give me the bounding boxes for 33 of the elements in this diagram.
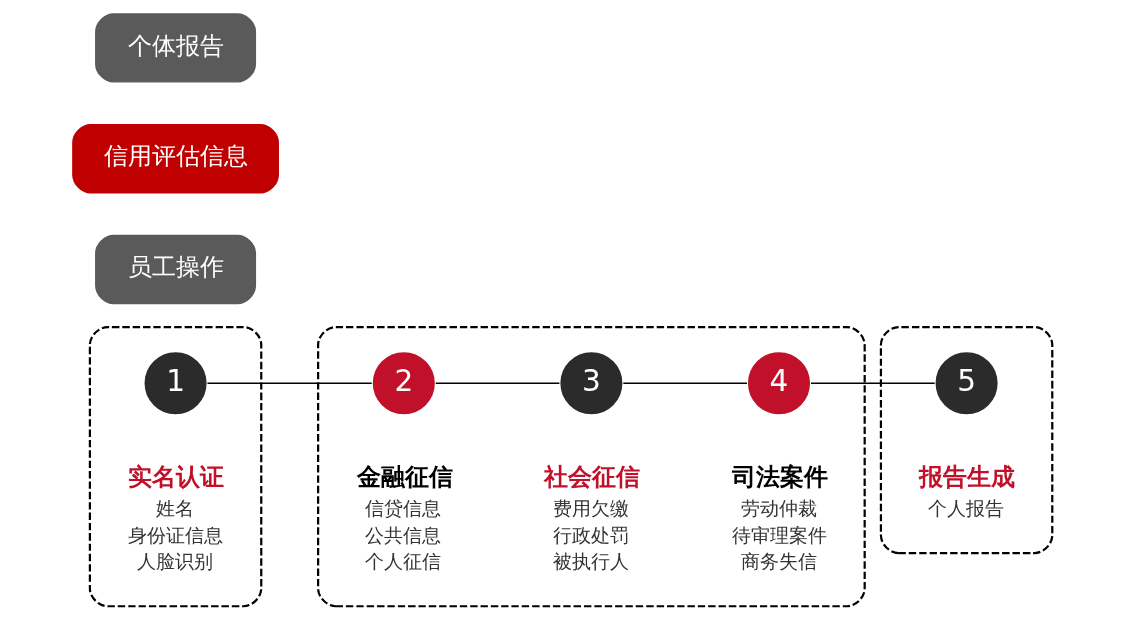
node-box: 个体报告: [95, 13, 257, 83]
node-label: 报告生成: [919, 462, 1016, 491]
node-label: 人脸识别: [137, 550, 214, 574]
node-circle: 5: [934, 350, 1000, 416]
node-label: 行政处罚: [552, 523, 629, 547]
connector: [622, 382, 748, 384]
node-label: 信贷信息: [365, 497, 442, 521]
node-label: 实名认证: [128, 462, 225, 491]
node-label: 个人征信: [365, 550, 442, 574]
node-label: 费用欠缴: [552, 497, 629, 521]
node-box: 信用评估信息: [72, 123, 279, 194]
cluster: [317, 325, 866, 608]
node-label: 被执行人: [552, 550, 629, 574]
node-circle: 1: [143, 350, 209, 416]
node-label: 待审理案件: [731, 523, 827, 547]
node-circle: 4: [746, 350, 812, 416]
connector: [810, 382, 936, 384]
node-label: 商务失信: [740, 550, 817, 574]
cluster: [879, 325, 1054, 555]
node-label: 姓名: [156, 497, 195, 521]
node-circle: 3: [558, 350, 624, 416]
node-circle: 2: [371, 350, 437, 416]
connector: [206, 382, 373, 384]
node-label: 身份证信息: [128, 523, 224, 547]
node-label: 公共信息: [365, 523, 442, 547]
node-label: 社会征信: [544, 462, 641, 491]
node-label: 金融征信: [356, 462, 453, 491]
node-box: 员工操作: [95, 234, 257, 305]
node-label: 司法案件: [731, 462, 828, 491]
node-label: 个人报告: [928, 497, 1005, 521]
node-label: 劳动仲裁: [740, 497, 817, 521]
cluster: [88, 325, 263, 608]
connector: [435, 382, 561, 384]
